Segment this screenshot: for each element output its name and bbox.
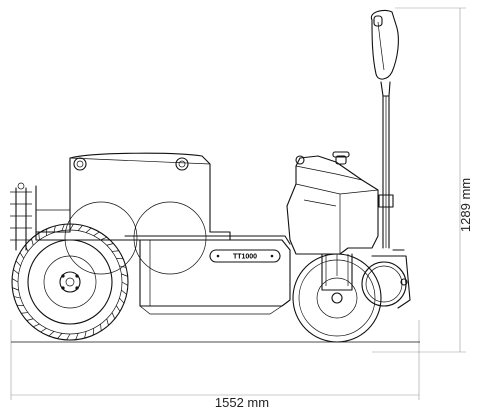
tiller-handle [370,9,399,249]
chassis-body [124,235,291,315]
height-dimension-label: 1289 mm [458,178,473,232]
front-drive-wheel [292,253,382,343]
model-badge-text: TT1000 [233,254,257,261]
dimension-lines [10,7,466,400]
front-motor-housing [286,151,379,255]
rear-roller-frame [10,152,231,275]
rear-knobby-wheel [11,223,129,341]
length-dimension-label: 1552 mm [215,395,269,410]
model-badge: TT1000 [209,249,281,263]
knobby-tire-front-small [361,249,411,309]
